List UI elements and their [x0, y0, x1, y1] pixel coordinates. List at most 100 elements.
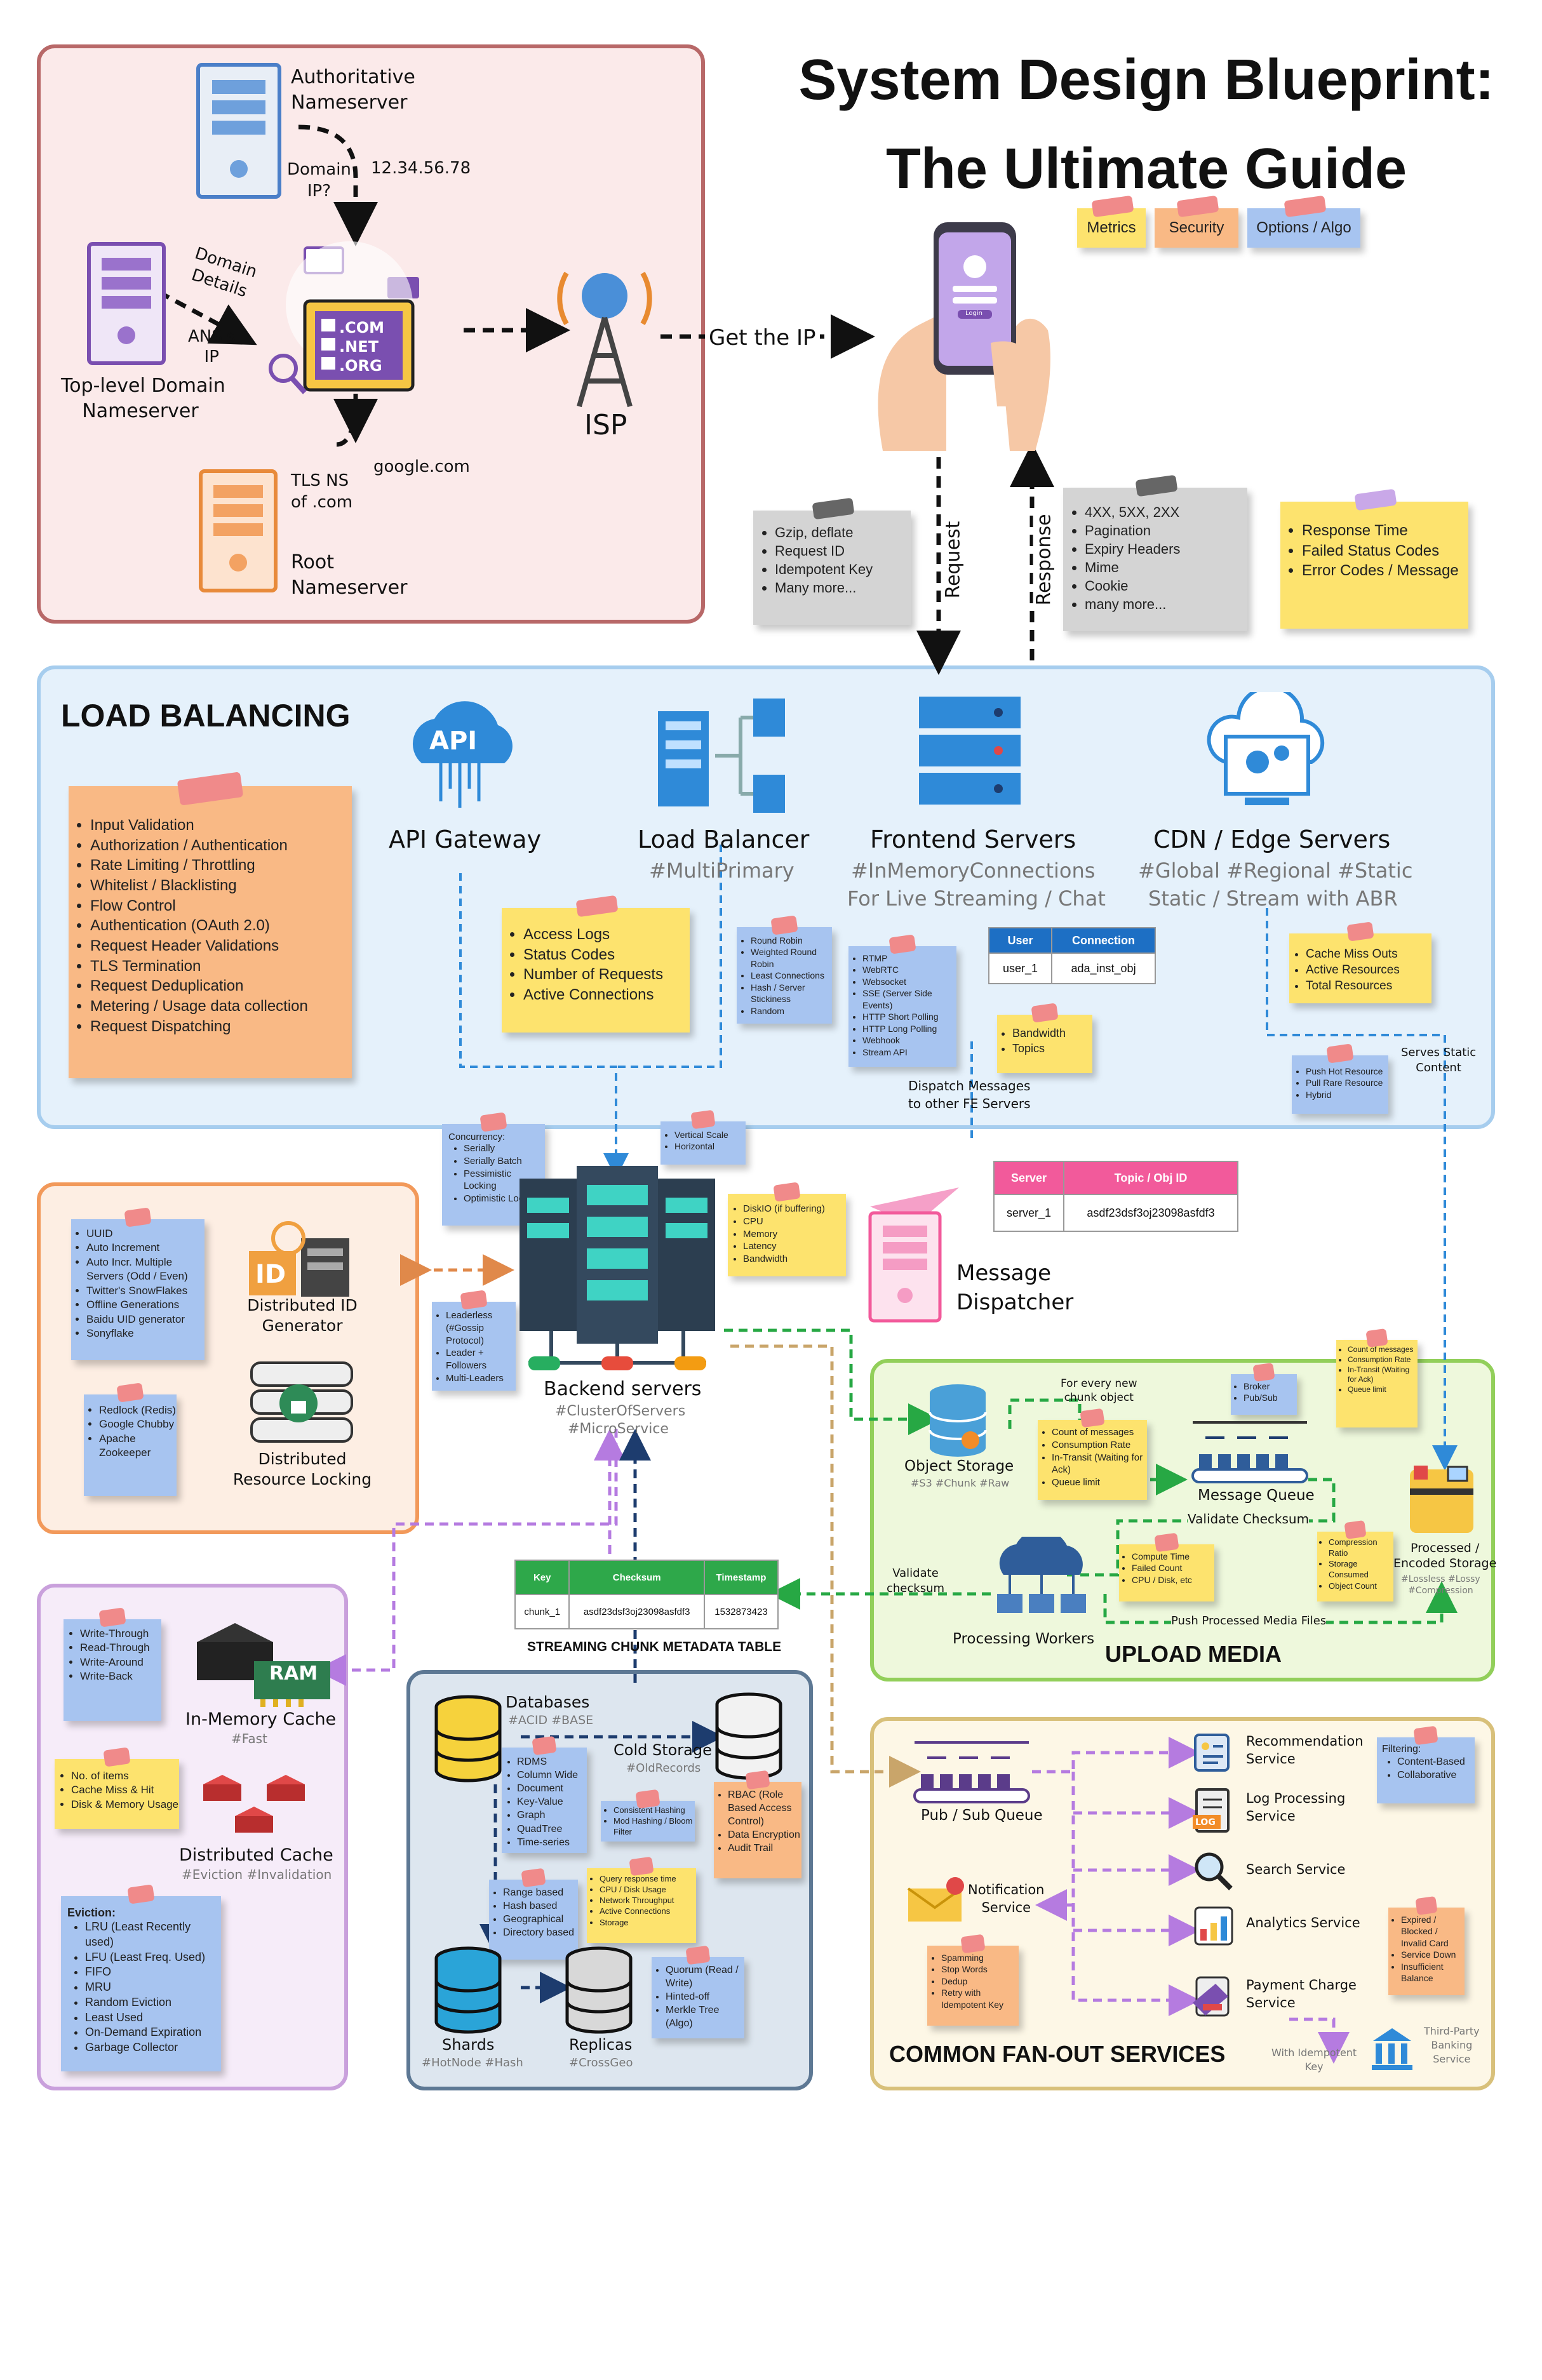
cold-storage-icon: [715, 1692, 782, 1780]
leader-note: Leaderless (#Gossip Protocol)Leader + Fo…: [432, 1290, 516, 1391]
message-dispatcher-label: Message Dispatcher: [956, 1260, 1074, 1315]
api-cloud-icon: [412, 701, 513, 808]
security-item: Whitelist / Blacklisting: [90, 876, 352, 896]
lb-section-title: LOAD BALANCING: [61, 698, 351, 733]
chunk-cell: asdf23dsf3oj23098asfdf3: [568, 1594, 705, 1629]
phone-hand-icon: [878, 222, 1050, 451]
database-icon: [434, 1695, 502, 1782]
message-queue-label: Message Queue: [1198, 1487, 1315, 1504]
quorum-item: Quorum (Read / Write): [666, 1963, 744, 1990]
cdn-gear-icon: [1207, 692, 1325, 805]
legend-security-label: Security: [1169, 219, 1224, 236]
id-item: Auto Incr. Multiple Servers (Odd / Even): [86, 1255, 204, 1284]
queue-metrics-note-2: Count of messagesConsumption RateIn-Tran…: [1038, 1408, 1147, 1500]
legend-options-label: Options / Algo: [1256, 219, 1351, 236]
response-headers-note: 4XX, 5XX, 2XXPaginationExpiry HeadersMim…: [1063, 474, 1247, 631]
in-memory-cache-label: In-Memory Cache: [185, 1709, 337, 1729]
access-item: Access Logs: [523, 925, 690, 945]
third-party-bank-icon: [1372, 2028, 1412, 2070]
cache-metric-item: Disk & Memory Usage: [71, 1798, 179, 1812]
security-item: Authentication (OAuth 2.0): [90, 916, 352, 936]
rbac-item: Audit Trail: [728, 1842, 801, 1855]
compression-item: Storage Consumed: [1329, 1558, 1393, 1580]
shard-type-item: Range based: [503, 1886, 578, 1899]
notif-item: Retry with Idempotent Key: [941, 1987, 1019, 2010]
db-metric-item: Active Connections: [600, 1906, 696, 1916]
evict-item: On-Demand Expiration: [85, 2025, 221, 2040]
analytics-label: Analytics Service: [1246, 1915, 1360, 1930]
tld-com: .COM: [339, 319, 385, 337]
topic-cell: asdf23dsf3oj23098asfdf3: [1063, 1194, 1238, 1232]
evict-item: Least Used: [85, 2010, 221, 2026]
queue-metric-item: Queue limit: [1348, 1385, 1418, 1395]
resp-note-item: 4XX, 5XX, 2XX: [1085, 503, 1247, 521]
chunk-col-key: Key: [514, 1560, 570, 1595]
server-col: Server: [993, 1161, 1065, 1195]
tld-label: Top-level Domain Nameserver: [61, 375, 225, 422]
shard-type-item: Hash based: [503, 1899, 578, 1913]
access-item: Active Connections: [523, 985, 690, 1005]
cdn-push-note: Push Hot ResourcePull Rare ResourceHybri…: [1292, 1043, 1388, 1114]
queue-metric-item: Consumption Rate: [1348, 1355, 1418, 1365]
resp-note-item: Mime: [1085, 558, 1247, 577]
evict-item: MRU: [85, 1980, 221, 1995]
rbac-note: RBAC (Role Based Access Control)Data Enc…: [714, 1770, 801, 1878]
fe-protocols-note: RTMPWebRTCWebsocketSSE (Server Side Even…: [848, 934, 956, 1067]
log-processing-label: Log Processing Service: [1246, 1791, 1346, 1824]
id-item: Twitter's SnowFlakes: [86, 1284, 204, 1298]
client-metric-item: Error Codes / Message: [1302, 561, 1468, 581]
lock-item: Redlock (Redis): [99, 1403, 177, 1417]
notification-icon: [907, 1877, 964, 1922]
serves-static-label: Serves Static Content: [1401, 1046, 1477, 1074]
eviction-note: Eviction:LRU (Least Recently used)LFU (L…: [61, 1884, 221, 2071]
authoritative-label: Authoritative Nameserver: [291, 66, 415, 114]
root-label: Root Nameserver: [291, 551, 408, 599]
scale-note: Vertical ScaleHorizontal: [660, 1109, 746, 1165]
db-type-item: Column Wide: [517, 1768, 587, 1782]
domain-ip-question: Domain IP?: [287, 160, 351, 201]
write-item: Read-Through: [80, 1641, 161, 1655]
db-metrics-note: Query response timeCPU / Disk UsageNetwo…: [587, 1856, 696, 1943]
write-item: Write-Through: [80, 1627, 161, 1641]
ram-label: RAM: [269, 1662, 318, 1685]
id-generator-label: Distributed ID Generator: [247, 1296, 358, 1335]
db-metric-item: CPU / Disk Usage: [600, 1884, 696, 1895]
backend-tag-2: #MicroService: [568, 1421, 669, 1437]
chunk-col-timestamp: Timestamp: [703, 1560, 779, 1595]
fe-proto-item: RTMP: [862, 953, 956, 964]
chunk-table-caption: STREAMING CHUNK METADATA TABLE: [527, 1640, 782, 1654]
broker-note: BrokerPub/Sub: [1231, 1362, 1297, 1415]
load-balancer-tag: #MultiPrimary: [649, 859, 794, 883]
server-cell: server_1: [993, 1194, 1065, 1232]
evict-item: LFU (Least Freq. Used): [85, 1950, 221, 1965]
payment-errors-note: Expired / Blocked / Invalid CardService …: [1388, 1895, 1465, 1995]
title-line-2: The Ultimate Guide: [885, 137, 1407, 201]
id-generator-icon: [249, 1221, 349, 1297]
third-party-label: Third-Party Banking Service: [1424, 2025, 1480, 2065]
id-icon-text: ID: [255, 1260, 286, 1289]
frontend-servers-label: Frontend Servers: [870, 826, 1076, 853]
conn-col-user: User: [988, 927, 1053, 954]
pub-sub-queue-icon: [913, 1741, 1030, 1803]
log-processing-icon: [1193, 1788, 1230, 1833]
load-balancer-icon: [658, 699, 785, 813]
queue-metric-item: Queue limit: [1052, 1476, 1147, 1489]
payment-icon: [1193, 1976, 1230, 2017]
evict-item: FIFO: [85, 1965, 221, 1980]
lock-item: Google Chubby: [99, 1417, 177, 1431]
notif-item: Dedup: [941, 1976, 1019, 1987]
phone-login-text: Login: [965, 310, 982, 317]
conn-cell: user_1: [988, 953, 1053, 984]
id-item: Baidu UID generator: [86, 1313, 204, 1327]
cdn-metric-item: Active Resources: [1306, 962, 1431, 978]
object-storage-icon: [929, 1384, 987, 1457]
concurrency-item: Serially: [464, 1142, 545, 1155]
rbac-item: Data Encryption: [728, 1828, 801, 1842]
ip-address: 12.34.56.78: [371, 159, 471, 178]
page-title: System Design Blueprint: The Ultimate Gu…: [788, 36, 1505, 213]
request-label: Request: [942, 521, 965, 599]
distributed-cache-tag: #Eviction #Invalidation: [182, 1867, 332, 1882]
lb-algo-item: Random: [751, 1005, 832, 1017]
worker-metric-item: CPU / Disk, etc: [1132, 1574, 1214, 1586]
